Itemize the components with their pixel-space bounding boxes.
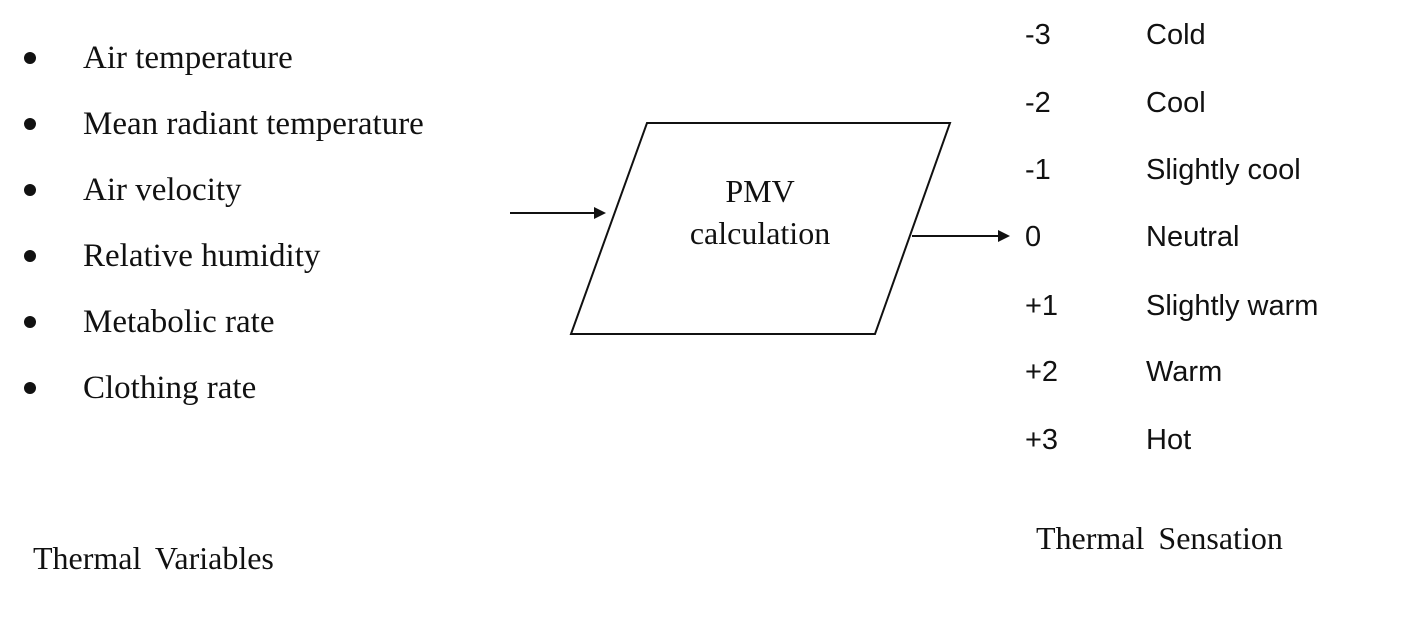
scale-value: +2 bbox=[1025, 356, 1059, 388]
list-item: Metabolic rate bbox=[0, 302, 480, 342]
scale-row: -2 Cool bbox=[1020, 81, 1420, 125]
list-item: Mean radiant temperature bbox=[0, 104, 480, 144]
variable-label: Air velocity bbox=[83, 172, 242, 208]
scale-value: +1 bbox=[1025, 290, 1059, 322]
bullet-icon bbox=[24, 250, 36, 262]
scale-row: +2 Warm bbox=[1020, 350, 1420, 394]
pmv-calculation-label: PMV calculation bbox=[660, 170, 860, 254]
bullet-icon bbox=[24, 382, 36, 394]
variable-label: Mean radiant temperature bbox=[83, 106, 424, 142]
bullet-icon bbox=[24, 316, 36, 328]
bullet-icon bbox=[24, 52, 36, 64]
bullet-icon bbox=[24, 184, 36, 196]
scale-row: +1 Slightly warm bbox=[1020, 284, 1420, 328]
scale-label: Hot bbox=[1146, 424, 1192, 456]
scale-row: +3 Hot bbox=[1020, 418, 1420, 462]
pmv-calculation-box bbox=[569, 122, 952, 335]
pmv-label-line2: calculation bbox=[689, 215, 831, 251]
list-item: Relative humidity bbox=[0, 236, 480, 276]
list-item: Air velocity bbox=[0, 170, 480, 210]
scale-row: -1 Slightly cool bbox=[1020, 148, 1420, 192]
scale-label: Slightly cool bbox=[1146, 154, 1301, 186]
scale-label: Cool bbox=[1146, 87, 1206, 119]
scale-label: Warm bbox=[1146, 356, 1223, 388]
variable-label: Clothing rate bbox=[83, 370, 257, 406]
scale-value: 0 bbox=[1025, 221, 1042, 253]
scale-value: +3 bbox=[1025, 424, 1059, 456]
scale-value: -2 bbox=[1025, 87, 1051, 119]
variable-label: Air temperature bbox=[83, 40, 293, 76]
scale-value: -1 bbox=[1025, 154, 1051, 186]
list-item: Air temperature bbox=[0, 38, 480, 78]
list-item: Clothing rate bbox=[0, 368, 480, 408]
thermal-variables-caption: Thermal Variables bbox=[33, 540, 274, 576]
scale-label: Neutral bbox=[1146, 221, 1240, 253]
variable-label: Metabolic rate bbox=[83, 304, 275, 340]
scale-value: -3 bbox=[1025, 19, 1051, 51]
scale-label: Slightly warm bbox=[1146, 290, 1319, 322]
scale-row: -3 Cold bbox=[1020, 13, 1420, 57]
scale-row: 0 Neutral bbox=[1020, 215, 1420, 259]
variable-label: Relative humidity bbox=[83, 238, 321, 274]
scale-label: Cold bbox=[1146, 19, 1206, 51]
thermal-sensation-caption: Thermal Sensation bbox=[1036, 520, 1283, 556]
thermal-variables-list: Air temperature Mean radiant temperature… bbox=[0, 0, 480, 430]
bullet-icon bbox=[24, 118, 36, 130]
pmv-label-line1: PMV bbox=[725, 173, 795, 209]
